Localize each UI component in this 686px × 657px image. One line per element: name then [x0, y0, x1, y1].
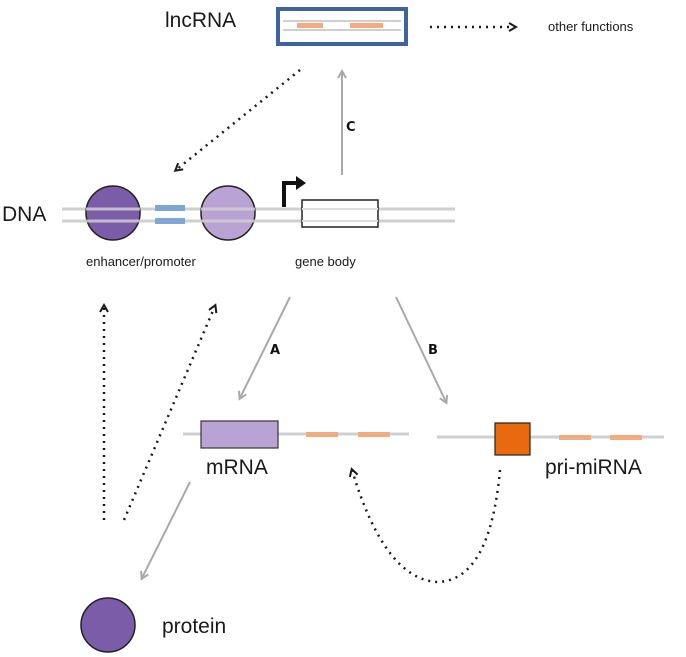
dna-strand	[62, 176, 455, 241]
lncrna-to-enhancer-arrow	[176, 69, 301, 170]
pri-mirna-box	[494, 422, 531, 456]
pri-mirna-molecule	[437, 422, 664, 456]
lncrna-segment	[297, 23, 323, 28]
arrow-a	[240, 296, 291, 398]
arrow-b	[395, 296, 446, 402]
protein-label: protein	[162, 615, 226, 638]
protein-circle	[80, 597, 136, 653]
other-functions-label: other functions	[548, 19, 634, 34]
arrow-c-label: C	[346, 120, 356, 135]
lncrna-label: lncRNA	[165, 9, 236, 32]
pri-mirna-segment	[559, 435, 591, 440]
feedback-arrow-promoter	[122, 306, 215, 521]
gene-body-label: gene body	[295, 254, 356, 269]
gene-body-box	[301, 199, 379, 228]
dna-blue-segment	[155, 218, 185, 224]
enhancer-promoter-label: enhancer/promoter	[86, 254, 197, 269]
mrna-segment	[306, 432, 338, 437]
mrna-molecule	[183, 420, 409, 449]
lncrna-molecule	[276, 7, 408, 46]
mrna-segment	[358, 432, 390, 437]
pri-mirna-segment	[610, 435, 642, 440]
mrna-label: mRNA	[206, 456, 268, 479]
promoter-circle	[200, 185, 256, 241]
transcription-start-icon	[282, 181, 298, 207]
arrow-b-label: B	[428, 343, 438, 358]
arrow-a-label: A	[270, 343, 280, 358]
translation-arrow	[142, 481, 191, 578]
dna-blue-segment	[155, 205, 185, 211]
lncrna-segment	[350, 23, 383, 28]
mirna-to-mrna-arrow	[352, 470, 502, 584]
dna-label: DNA	[2, 203, 46, 226]
enhancer-circle	[85, 185, 141, 241]
pri-mirna-label: pri-miRNA	[545, 456, 642, 479]
mrna-box	[200, 420, 279, 449]
